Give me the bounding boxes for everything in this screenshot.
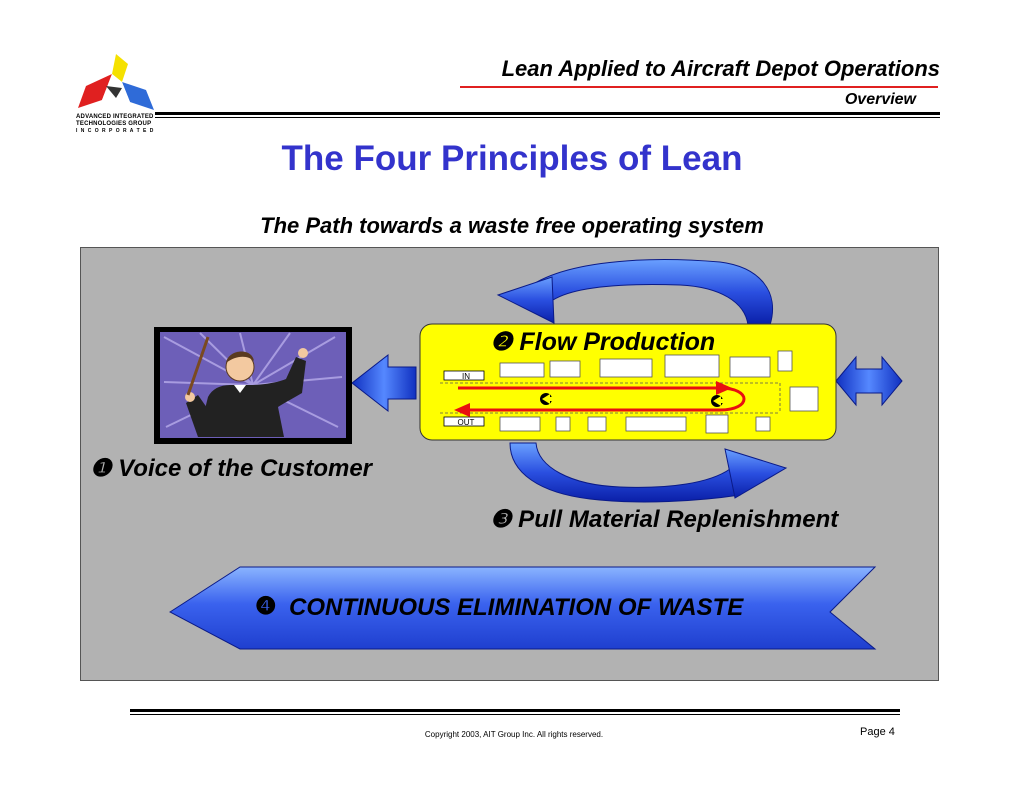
logo-text-line2: TECHNOLOGIES GROUP: [76, 121, 152, 127]
footer-rule-thin: [130, 714, 900, 715]
waste-banner: [169, 566, 877, 650]
flow-production-label: ❷ Flow Production: [490, 328, 716, 356]
waste-number: ❹: [255, 593, 277, 620]
principles-diagram: [154, 259, 903, 650]
top-curved-arrow-icon: [496, 259, 774, 326]
flow-loop-arrow-icon: [454, 381, 746, 417]
customer-illustration: [154, 327, 352, 444]
header-rule: [155, 112, 940, 115]
in-label: IN: [462, 372, 470, 381]
left-block-arrow-icon: [351, 353, 417, 413]
waste-label: CONTINUOUS ELIMINATION OF WASTE: [289, 594, 744, 621]
voice-of-customer-label: ❶ Voice of the Customer: [90, 455, 372, 482]
logo-text-line1: ADVANCED INTEGRATED: [76, 114, 154, 120]
right-double-arrow-icon: [835, 355, 903, 407]
out-box: [443, 416, 485, 427]
slide-title: The Four Principles of Lean: [281, 139, 743, 178]
logo-text-line3: I N C O R P O R A T E D: [76, 128, 155, 134]
page-number: Page 4: [860, 726, 895, 738]
ait-logo-icon: [78, 54, 154, 110]
footer-rule: [130, 709, 900, 712]
flow-equipment-layout: [440, 350, 819, 434]
copyright-text: Copyright 2003, AIT Group Inc. All right…: [424, 730, 604, 739]
slide-subtitle: The Path towards a waste free operating …: [260, 213, 764, 238]
bottom-curved-arrow-icon: [509, 442, 788, 503]
pull-replenishment-label: ❸ Pull Material Replenishment: [490, 506, 839, 533]
in-box: [443, 370, 485, 381]
header-title: Lean Applied to Aircraft Depot Operation…: [501, 56, 940, 81]
header-section: Overview: [844, 91, 916, 108]
out-label: OUT: [457, 418, 475, 427]
header-red-rule: [460, 86, 938, 88]
header-rule-thin: [155, 117, 940, 118]
